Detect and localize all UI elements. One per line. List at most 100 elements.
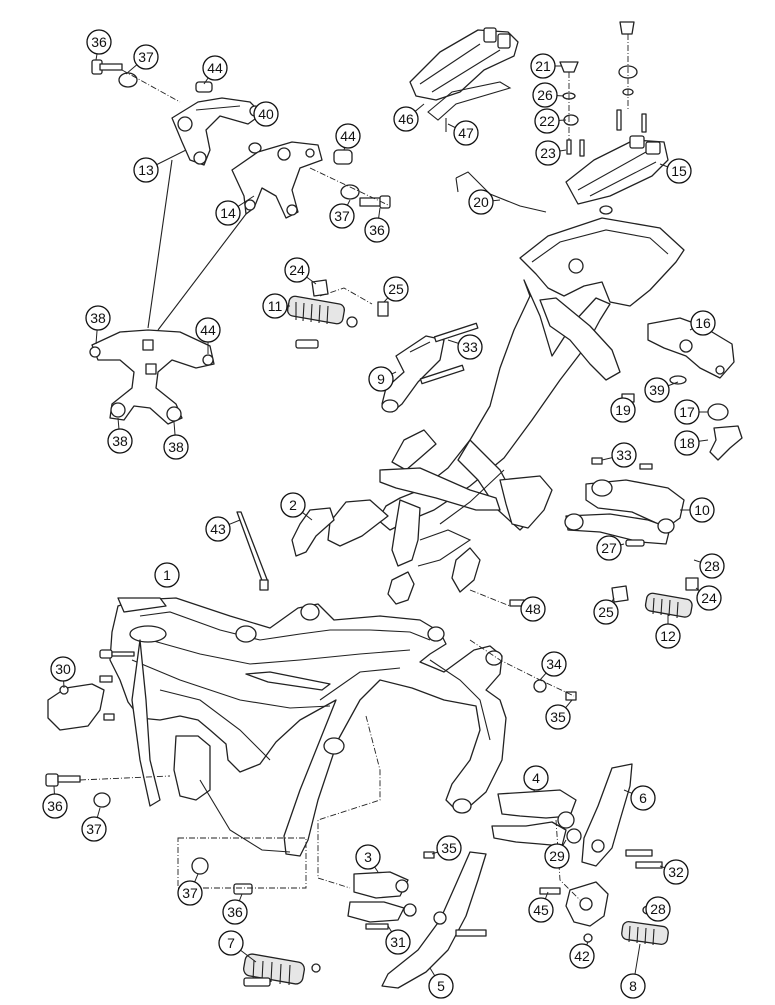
callout-circle: [364, 217, 390, 243]
callout-circle: [468, 189, 494, 215]
rear-frame-2: [291, 217, 685, 605]
callout-number: 17: [679, 404, 695, 420]
callout-number: 36: [227, 904, 243, 920]
callout-number: 18: [679, 435, 695, 451]
callout-20: 20: [468, 189, 501, 215]
footpeg-12: [509, 577, 699, 619]
callout-number: 48: [525, 601, 541, 617]
callout-number: 44: [200, 322, 216, 338]
callout-number: 38: [168, 439, 184, 455]
callout-number: 44: [207, 60, 223, 76]
callout-number: 30: [55, 661, 71, 677]
leader-line: [695, 587, 700, 592]
callout-number: 38: [90, 310, 106, 326]
callout-circle: [218, 930, 244, 956]
callout-circle: [133, 157, 159, 183]
leader-line: [698, 439, 709, 442]
callout-circle: [593, 599, 619, 625]
callout-22: 22: [534, 108, 567, 134]
bracket-10: [564, 457, 685, 547]
callout-number: 32: [668, 864, 684, 880]
callout-29: 29: [544, 839, 570, 869]
callout-circle: [81, 816, 107, 842]
callout-number: 7: [227, 935, 235, 951]
leader-line: [238, 893, 243, 901]
leader-line: [125, 64, 138, 75]
callout-circle: [177, 880, 203, 906]
callout-circle: [215, 200, 241, 226]
callout-circle: [674, 430, 700, 456]
callout-10: 10: [680, 497, 715, 523]
callout-35: 35: [431, 835, 462, 861]
callout-circle: [205, 516, 231, 542]
callout-number: 12: [660, 628, 676, 644]
callout-circle: [544, 843, 570, 869]
callout-number: 20: [473, 194, 489, 210]
callout-circle: [620, 973, 646, 999]
callout-44: 44: [202, 55, 228, 85]
leader-line: [539, 672, 547, 681]
callout-21: 21: [530, 53, 562, 79]
callout-number: 35: [441, 840, 457, 856]
callout-44: 44: [335, 123, 361, 151]
callout-43: 43: [205, 516, 241, 542]
callout-circle: [107, 428, 133, 454]
callout-number: 25: [388, 281, 404, 297]
callout-31: 31: [385, 925, 411, 955]
leader-line: [156, 149, 187, 166]
callout-circle: [436, 835, 462, 861]
leader-line: [562, 839, 567, 846]
callout-4: 4: [523, 765, 549, 793]
leader-line: [693, 559, 701, 563]
callout-36: 36: [222, 893, 248, 925]
callout-number: 36: [91, 34, 107, 50]
callout-circle: [222, 899, 248, 925]
leader-line: [431, 851, 438, 855]
callout-12: 12: [655, 614, 681, 649]
callout-45: 45: [528, 891, 554, 923]
callout-36: 36: [86, 29, 112, 61]
callout-circle: [611, 442, 637, 468]
callout-number: 25: [598, 604, 614, 620]
callout-number: 10: [694, 502, 710, 518]
bracket-3-5: [347, 851, 487, 989]
callout-number: 6: [639, 790, 647, 806]
callout-circle: [655, 623, 681, 649]
callout-circle: [163, 434, 189, 460]
callout-37: 37: [329, 199, 355, 229]
callout-number: 26: [537, 87, 553, 103]
leader-line: [429, 967, 436, 977]
leader-line: [387, 925, 393, 933]
plate-46: [409, 27, 519, 132]
callout-number: 46: [398, 111, 414, 127]
callout-13: 13: [133, 149, 187, 183]
callout-circle: [50, 656, 76, 682]
callout-number: 35: [550, 709, 566, 725]
callout-circle: [663, 859, 689, 885]
callout-circle: [385, 929, 411, 955]
callout-circle: [645, 896, 671, 922]
callout-14: 14: [215, 195, 255, 226]
small-parts-16: [621, 375, 743, 461]
leader-line: [601, 457, 613, 461]
bolts-30: [59, 649, 135, 721]
callout-circle: [457, 334, 483, 360]
callout-circle: [393, 106, 419, 132]
callout-circle: [133, 44, 159, 70]
callout-number: 1: [163, 567, 171, 583]
leader-line: [95, 53, 98, 61]
leader-line: [346, 199, 351, 206]
callout-number: 33: [462, 339, 478, 355]
callout-16: 16: [689, 310, 716, 336]
callout-number: 34: [546, 656, 562, 672]
callout-circle: [335, 123, 361, 149]
callout-8: 8: [620, 943, 646, 999]
callout-15: 15: [659, 158, 692, 184]
leader-line: [659, 163, 668, 168]
callout-number: 14: [220, 205, 236, 221]
callout-number: 28: [704, 558, 720, 574]
callout-number: 5: [437, 978, 445, 994]
bolt-36-top: [91, 59, 181, 103]
callout-number: 44: [340, 128, 356, 144]
